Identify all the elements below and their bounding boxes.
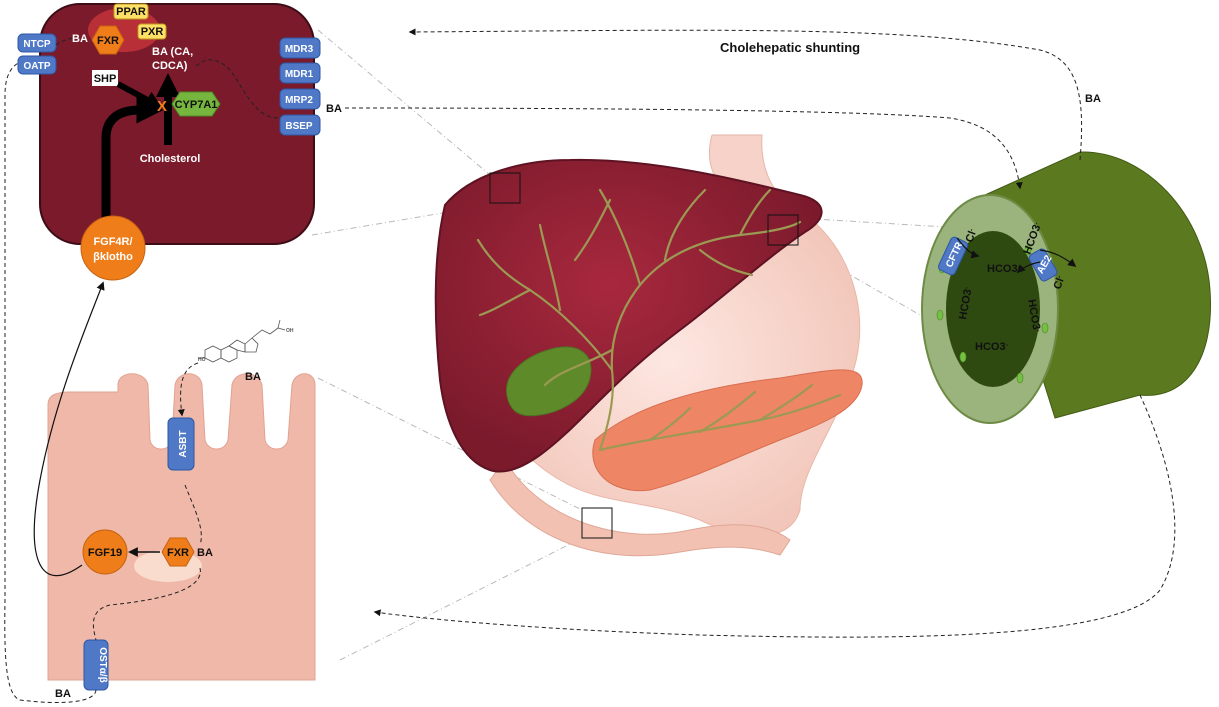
cholehepatic-shunting-title: Cholehepatic shunting (720, 40, 860, 55)
bile-ducts (476, 188, 842, 452)
fgf19 (82, 529, 128, 575)
fgf19-label: FGF19 (88, 547, 122, 559)
hco3-label-5: HCO3- (975, 341, 1009, 353)
cyp7a1 (171, 91, 221, 117)
hco3-label-3: HCO3- (957, 285, 975, 320)
ba-shunt-label: BA (1085, 93, 1101, 105)
ba-pool-line2: CDCA) (152, 60, 188, 72)
oatp-transporter (17, 55, 57, 75)
ost-label: OSTα/β (97, 647, 108, 683)
mrp2-label: MRP2 (285, 95, 313, 106)
mrp2-transporter (279, 88, 321, 110)
receptor-signal-arrow (101, 96, 164, 218)
ppar-label: PPAR (116, 6, 146, 18)
ba-fxr-label: BA (197, 547, 213, 559)
bsep-label: BSEP (285, 121, 313, 132)
asbt-label: ASBT (178, 430, 189, 457)
ba-out-label: BA (326, 103, 342, 115)
hco3-label-1: HCO3- (987, 263, 1021, 275)
mdr3-transporter (279, 37, 321, 59)
ae2-transporter (1028, 248, 1058, 282)
cl-a-label: Cl- (964, 227, 980, 244)
enterocyte-panel: HO OH ASBT OSTα/β FXR FGF19 BA BA BA (4, 57, 316, 704)
shp-label: SHP (94, 73, 117, 85)
fgf19-to-receptor-arrow (33, 281, 105, 577)
zoom-box-intestine (581, 507, 613, 539)
duct-lumen (946, 231, 1040, 387)
fxr-enterocyte (161, 537, 195, 567)
fxr-enterocyte-label: FXR (167, 547, 189, 559)
cholesterol-label: Cholesterol (140, 153, 201, 165)
mdr1-label: MDR1 (285, 69, 314, 80)
ntcp-label: NTCP (23, 39, 51, 50)
asbt-transporter (167, 417, 195, 471)
cholangiocyte-panel: CFTR AE2 Cl- Cl- HCO3- HCO3- HCO3- HCO3-… (921, 151, 1212, 424)
ppar-box (113, 3, 149, 20)
central-organs (434, 134, 863, 557)
svg-text:OH: OH (286, 328, 294, 334)
bile-acid-structure (198, 319, 286, 363)
cyp7a1-label: CYP7A1 (175, 99, 218, 111)
mdr1-transporter (279, 62, 321, 84)
shp-box (92, 70, 118, 86)
ba-in-label: BA (72, 33, 88, 45)
pxr-box (137, 23, 167, 40)
ba-bottom-label: BA (55, 688, 71, 700)
svg-text:HO: HO (198, 357, 206, 363)
fgf4r-receptor (80, 215, 146, 281)
fxr-hepatocyte (91, 25, 125, 55)
pancreas (592, 369, 863, 492)
pxr-label: PXR (141, 26, 164, 38)
bsep-transporter (279, 114, 321, 136)
cftr-transporter (938, 236, 968, 276)
bile-acid-flow-lines: Cholehepatic shunting BA (344, 28, 1176, 638)
zoom-box-bile-duct (767, 214, 799, 246)
oatp-label: OATP (23, 61, 50, 72)
enterocyte-cell (47, 373, 316, 681)
fxr-hepatocyte-label: FXR (97, 35, 119, 47)
ba-top-label: BA (245, 371, 261, 383)
inhibit-mark: X (157, 98, 167, 115)
hepatocyte-panel: PPAR PXR FXR BA NTCP OATP MDR3 MDR1 MRP2… (17, 3, 342, 281)
ntcp-transporter (17, 33, 57, 53)
mdr3-label: MDR3 (285, 44, 314, 55)
receptor-line2: βklotho (93, 251, 133, 263)
hco3-label-4: HCO3- (1025, 298, 1043, 333)
receptor-line1: FGF4R/ (93, 236, 132, 248)
cl-b-label: Cl- (1052, 274, 1068, 291)
ba-pool-line1: BA (CA, (152, 46, 193, 58)
zoom-box-hepatocyte (489, 172, 521, 204)
